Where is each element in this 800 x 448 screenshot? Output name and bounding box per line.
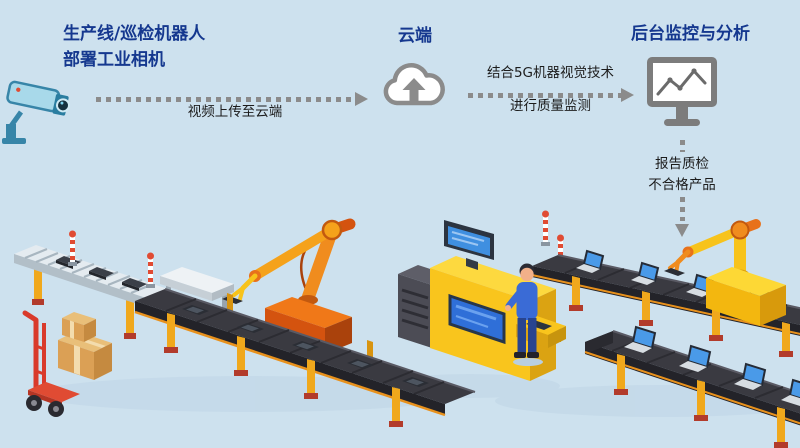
dotted-line bbox=[679, 140, 685, 152]
analysis-arrow bbox=[468, 88, 634, 102]
arrow-head-icon bbox=[621, 88, 634, 102]
dotted-line bbox=[468, 92, 621, 98]
video-upload-arrow bbox=[96, 92, 368, 106]
step-camera-title-line1: 生产线/巡检机器人 bbox=[63, 24, 206, 44]
gripped-item bbox=[664, 268, 685, 276]
cardboard-boxes bbox=[58, 312, 112, 380]
worker-body bbox=[516, 282, 538, 320]
video-upload-label: 视频上传至云端 bbox=[187, 104, 283, 120]
analysis-label-line2: 进行质量监测 bbox=[510, 98, 591, 114]
factory-scene bbox=[14, 210, 800, 448]
step-camera-title: 生产线/巡检机器人 部署工业相机 bbox=[63, 22, 283, 73]
vents bbox=[401, 288, 429, 330]
belt-conveyor-left bbox=[134, 288, 476, 427]
report-arrow: 报告质检 不合格产品 bbox=[636, 140, 728, 238]
operator-worker bbox=[505, 263, 543, 366]
report-label-line1: 报告质检 bbox=[655, 156, 709, 172]
hand-truck bbox=[22, 310, 80, 417]
quality-inspection-machine bbox=[398, 220, 566, 381]
report-label-line2: 不合格产品 bbox=[648, 177, 716, 194]
arrow-head-icon bbox=[675, 224, 689, 238]
phones-on-belt bbox=[182, 305, 429, 387]
cloud-upload-icon bbox=[383, 63, 445, 106]
dotted-line bbox=[96, 96, 355, 102]
arrow-head-icon bbox=[355, 92, 368, 106]
signal-post bbox=[68, 230, 77, 266]
conveyor-right-lower bbox=[584, 325, 800, 448]
step-camera-title-line2: 部署工业相机 bbox=[63, 49, 165, 70]
monitor-chart-icon bbox=[647, 57, 717, 126]
signal-post bbox=[146, 252, 155, 288]
laptops-on-belt bbox=[624, 325, 800, 406]
roller-conveyor bbox=[14, 245, 168, 339]
monitor-title: 后台监控与分析 bbox=[631, 24, 750, 44]
cloud-title: 云端 bbox=[398, 26, 432, 46]
signal-post bbox=[541, 210, 550, 246]
robot-arm-right bbox=[664, 219, 786, 326]
upload-arrow-icon bbox=[402, 78, 426, 101]
analysis-label-line1: 结合5G机器视觉技术 bbox=[486, 65, 615, 81]
dotted-line bbox=[679, 197, 685, 222]
cctv-camera-icon bbox=[2, 80, 71, 144]
